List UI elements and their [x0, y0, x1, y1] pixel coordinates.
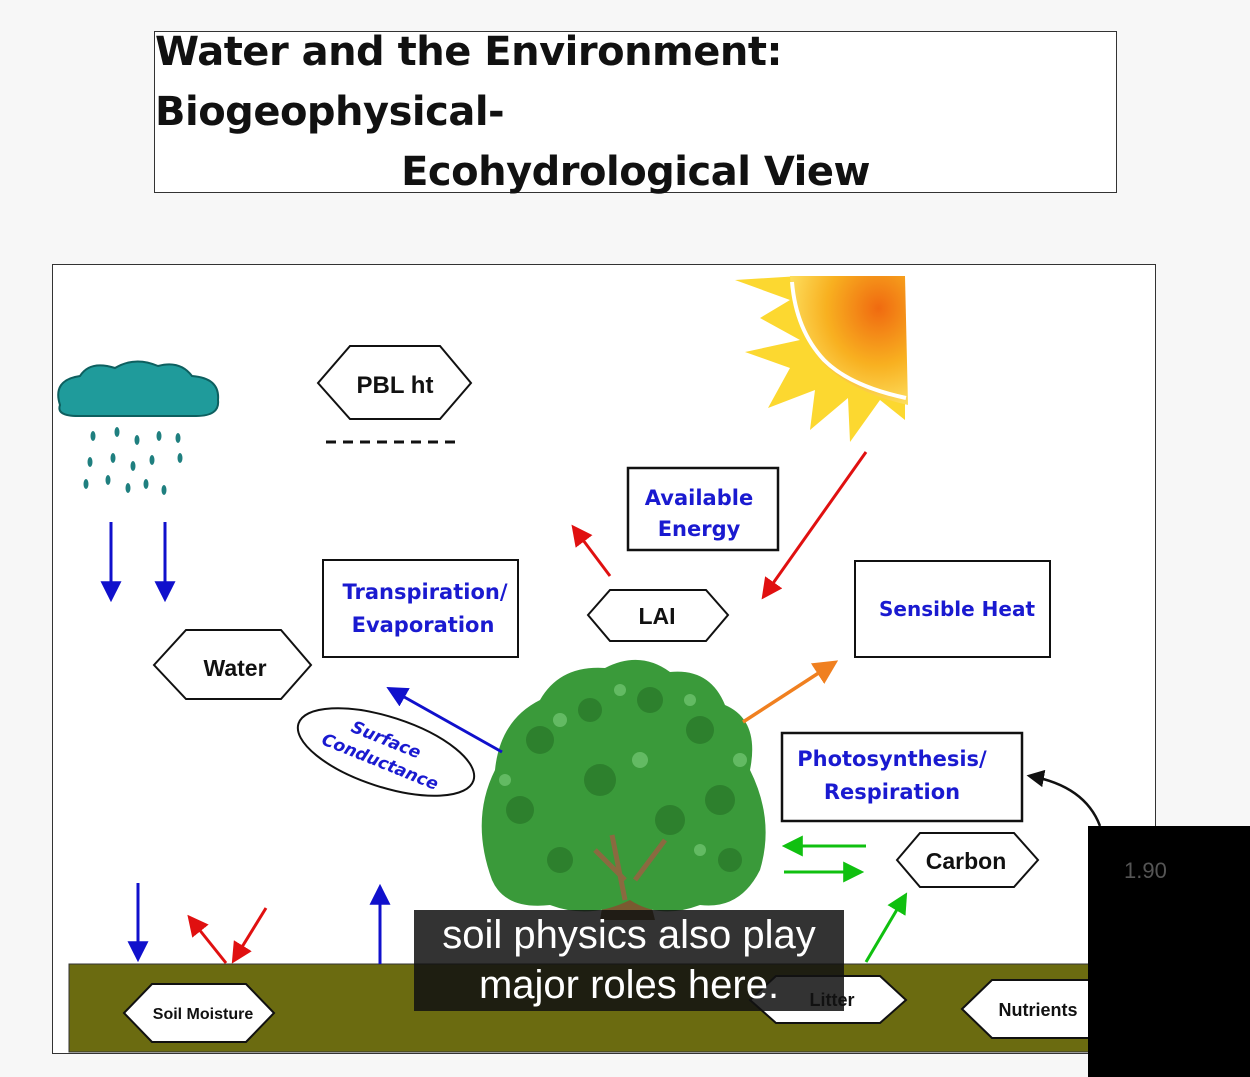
nutrients-to-photosynthesis-arrow	[1026, 769, 1102, 827]
soil-moisture-hexagon	[122, 983, 276, 1043]
nutrients-label: Nutrients	[998, 1000, 1077, 1020]
tree-to-transpiration-arrow	[386, 686, 503, 754]
soil-moisture-label: Soil Moisture	[153, 1006, 254, 1023]
sun-to-lai-arrow	[761, 451, 868, 600]
carbon-label: Carbon	[926, 848, 1007, 874]
available-energy-label-2: Energy	[658, 517, 741, 541]
tree-icon	[481, 659, 766, 920]
soil-to-evaporation-arrow-up	[187, 914, 228, 964]
rain-cloud-icon	[57, 360, 220, 495]
title-line-1: Water and the Environment: Biogeophysica…	[155, 29, 782, 135]
water-hexagon	[152, 629, 313, 700]
video-caption: soil physics also play major roles here.	[414, 910, 844, 1011]
litter-to-carbon-arrow	[864, 892, 908, 963]
surface-conductance-ellipse	[296, 707, 476, 797]
sensible-heat-label: Sensible Heat	[879, 597, 1035, 621]
transpiration-box	[322, 559, 519, 658]
carbon-hexagon	[895, 832, 1040, 888]
title-line-2: Ecohydrological View	[401, 149, 870, 195]
video-player-overlay[interactable]	[1088, 826, 1250, 1077]
title-box: Water and the Environment: Biogeophysica…	[154, 29, 1117, 195]
pbl-label: PBL ht	[357, 372, 434, 399]
photosynthesis-label-1: Photosynthesis/	[797, 747, 987, 771]
photosynthesis-label-2: Respiration	[824, 780, 960, 804]
lai-hexagon	[586, 589, 730, 642]
available-energy-box	[626, 466, 780, 552]
sun-icon	[735, 276, 908, 442]
lai-to-energy-arrow	[571, 524, 612, 577]
pbl-hexagon	[316, 345, 473, 420]
photosynthesis-box	[780, 731, 1024, 823]
lai-label: LAI	[638, 603, 675, 629]
transpiration-label-2: Evaporation	[352, 613, 495, 637]
energy-to-soil-arrow-down	[231, 907, 268, 964]
sensible-heat-box	[854, 560, 1051, 658]
tree-to-sensible-heat-arrow	[742, 660, 839, 724]
caption-line-1: soil physics also play	[442, 913, 816, 957]
playback-speed[interactable]: 1.90	[1124, 858, 1167, 883]
caption-line-2: major roles here.	[478, 963, 780, 1007]
transpiration-label-1: Transpiration/	[342, 580, 507, 604]
water-label: Water	[203, 655, 266, 681]
available-energy-label-1: Available	[645, 486, 753, 510]
